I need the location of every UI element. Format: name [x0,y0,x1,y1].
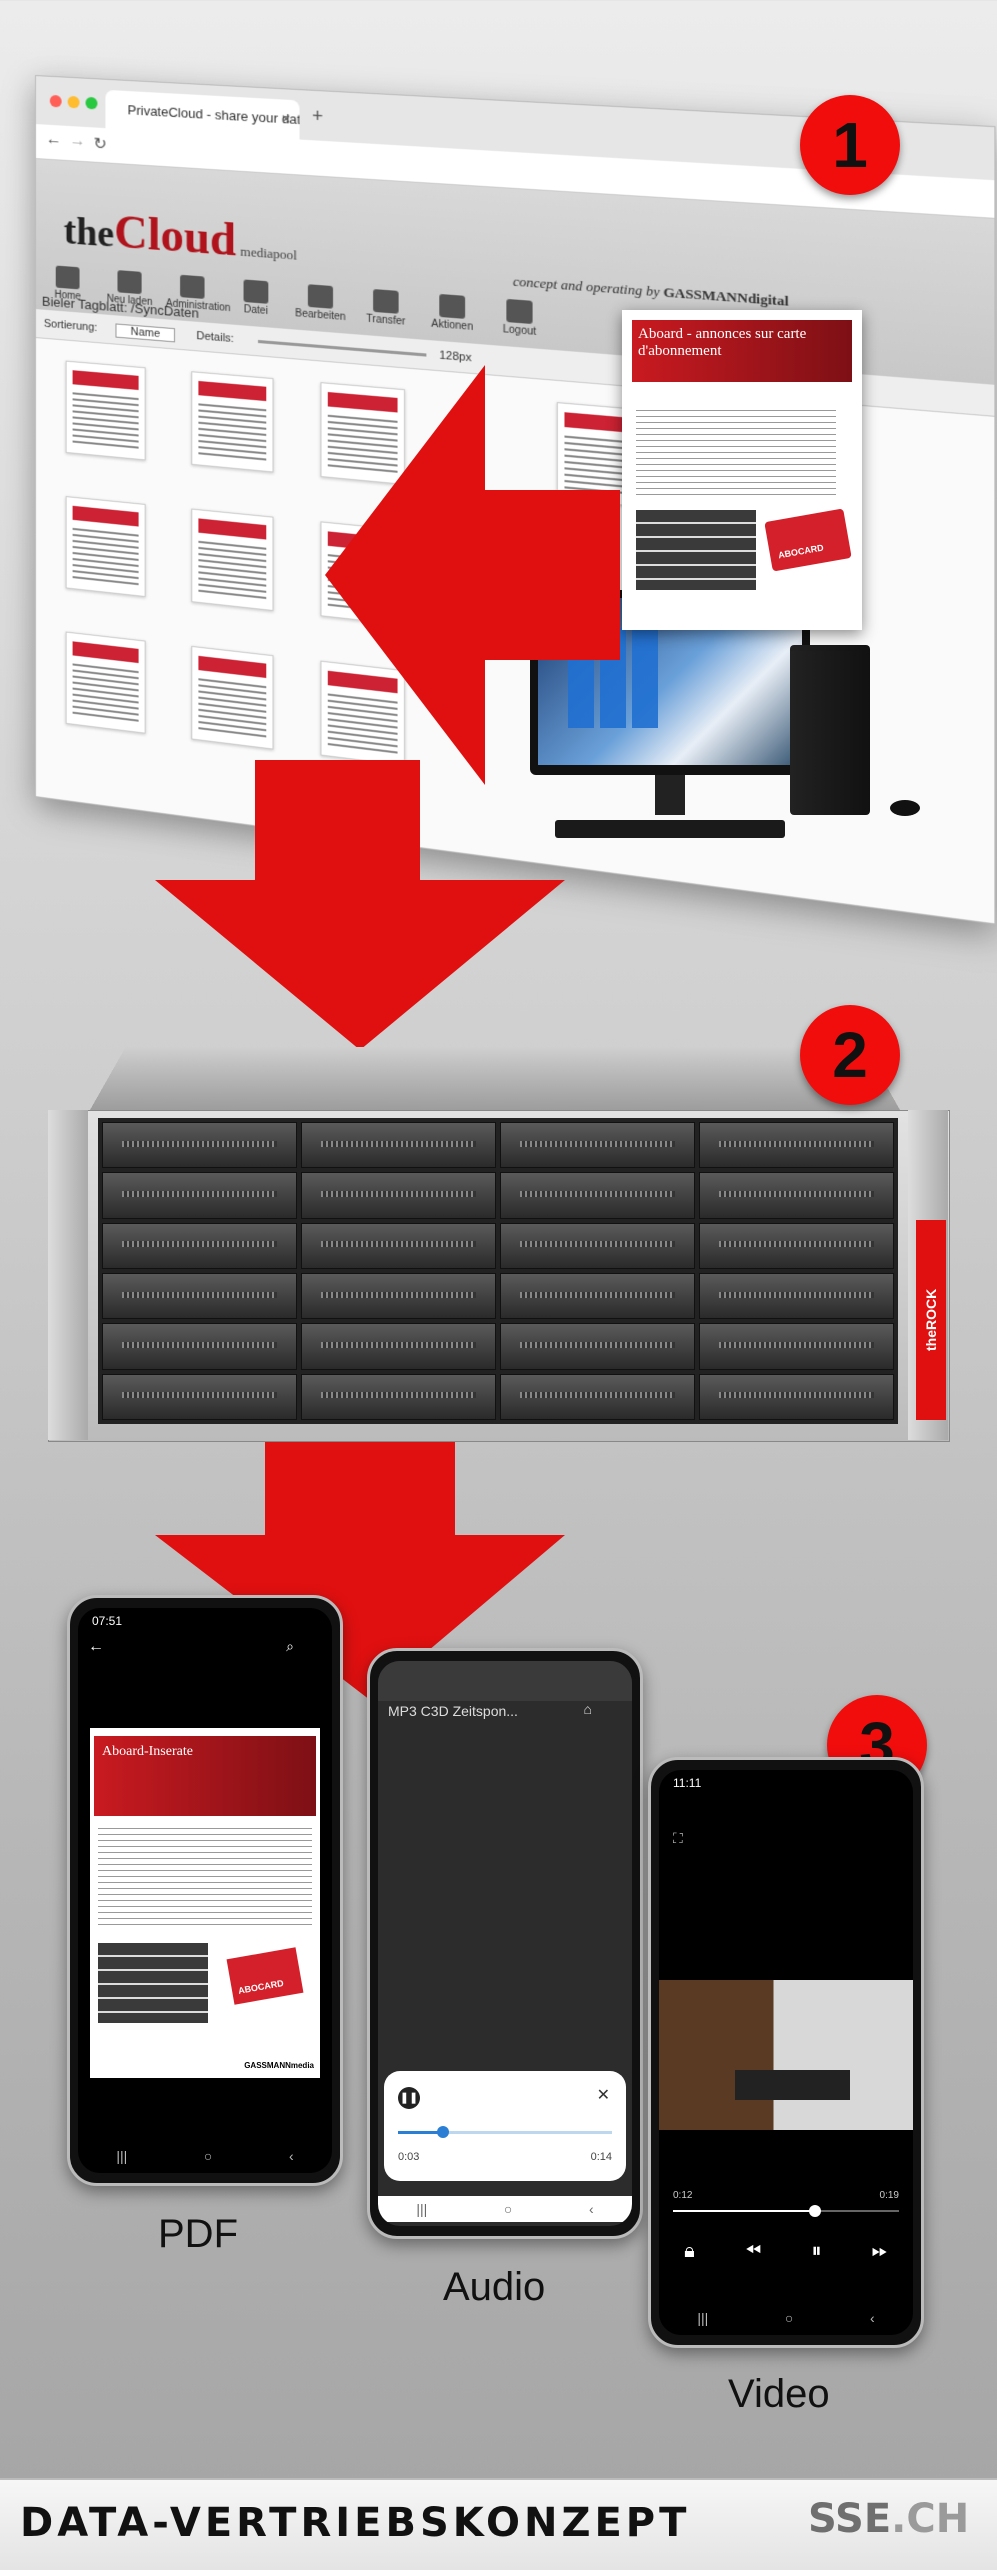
monitor-stand [655,775,685,815]
flyer-text [636,410,836,500]
video-progress-fill [673,2210,816,2212]
nav-back-icon[interactable]: ‹ [288,2148,294,2164]
flyer-table [636,510,756,590]
video-elapsed: 0:12 [673,2190,693,2201]
back-icon[interactable]: ← [88,1638,104,1655]
phone-audio: MP3 C3D Zeitspon... ⌂ ❚❚ ✕ 0:03 0:14 |||… [367,1648,643,2239]
close-icon[interactable]: ✕ [596,2087,610,2104]
pause-icon[interactable]: ❚❚ [398,2087,420,2109]
screenshot-icon[interactable]: ⛶ [673,1830,683,1846]
home-button-icon[interactable]: ○ [203,2148,213,2164]
pause-icon[interactable]: ⏸︎ [811,2240,822,2262]
video-progress-track[interactable] [673,2205,899,2217]
home-button-icon[interactable]: ○ [503,2201,513,2217]
audio-label: Audio [443,2265,546,2309]
video-status-time: 11:11 [673,1776,702,1790]
search-icon[interactable]: ⌕ [286,1638,294,1654]
mouse [890,800,920,816]
video-frame [659,1980,913,2130]
arrow-left [325,365,620,785]
audio-progress-knob[interactable] [436,2126,449,2138]
pdf-page: Aboard-Inserate ABOCARD GASSMANNmedia [90,1728,320,2078]
recent-apps-icon[interactable]: ||| [697,2310,709,2326]
home-button-icon[interactable]: ○ [784,2310,794,2326]
lock-icon[interactable]: 🔒︎ [684,2240,695,2262]
pdf-label: PDF [158,2212,238,2256]
home-icon[interactable]: ⌂ [583,1701,592,1717]
audio-player: ❚❚ ✕ 0:03 0:14 [384,2071,626,2181]
sse-logo: SSE.CH [808,2496,970,2542]
drive-bays [98,1118,898,1424]
arrow-down-1 [155,760,565,1050]
footer-title: DATA-VERTRIEBSKONZEPT [20,2500,691,2546]
rewind-icon[interactable]: ⏪︎ [745,2240,762,2262]
android-navbar: ||| ○ ‹ [78,2143,332,2169]
nav-back-icon[interactable]: ‹ [588,2201,594,2217]
pc-tower [790,645,870,815]
step-badge-2: 2 [800,1005,900,1105]
recent-apps-icon[interactable]: ||| [116,2148,128,2164]
pdf-status-time: 07:51 [92,1614,123,1628]
keyboard [555,820,785,838]
video-duration: 0:19 [879,2190,899,2201]
video-progress-knob[interactable] [809,2205,822,2217]
pdf-headline: Aboard-Inserate [94,1736,316,1816]
android-navbar: ||| ○ ‹ [378,2196,632,2222]
audio-progress-track[interactable] [398,2126,612,2138]
pdf-brand: GASSMANNmedia [244,2061,314,2070]
footer-bar [0,2478,997,2570]
phone-video: 11:11 ⛶ 0:12 0:19 🔒︎ ⏪︎ ⏸︎ ⏩︎ ||| ○ ‹ [648,1757,924,2348]
recent-apps-icon[interactable]: ||| [416,2201,428,2217]
server-ear-left [48,1110,88,1440]
phone-pdf: 07:51 ← ⌕ Aboard-Inserate ABOCARD GASSMA… [67,1595,343,2186]
flyer-headline: Aboard - annonces sur carte d'abonnement [632,320,852,382]
arrow-down-2 [155,1410,565,1700]
nav-back-icon[interactable]: ‹ [869,2310,875,2326]
audio-progress-fill [398,2131,443,2134]
audio-title: MP3 C3D Zeitspon... [388,1703,518,1719]
storage-server: theROCK [48,1080,950,1442]
flyer-document: Aboard - annonces sur carte d'abonnement… [622,310,862,630]
video-label: Video [728,2372,830,2416]
android-navbar: ||| ○ ‹ [659,2305,913,2331]
fast-forward-icon[interactable]: ⏩︎ [871,2240,888,2262]
audio-elapsed: 0:03 [398,2151,420,2163]
step-badge-1: 1 [800,95,900,195]
pdf-abocard: ABOCARD [226,1947,304,2005]
server-brand-label: theROCK [916,1220,946,1420]
audio-duration: 0:14 [590,2151,612,2163]
